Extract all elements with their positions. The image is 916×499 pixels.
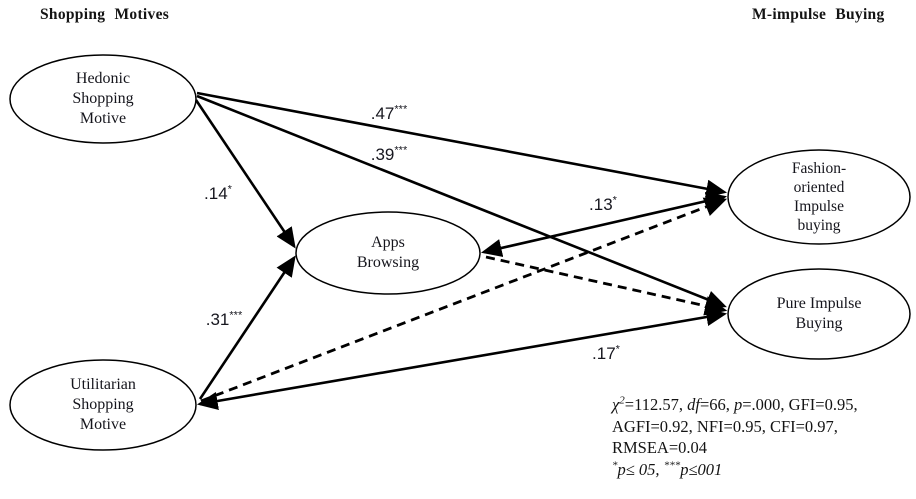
coef-hedonic-apps: .14* [204,184,232,204]
fit-line-3: RMSEA=0.04 [612,438,708,457]
path-hedonic-to-fashion [196,91,728,198]
coef-stars: *** [229,309,243,322]
right-section-title: M-impulse Buying [752,6,885,23]
coef-stars: * [615,343,620,356]
chi-value: =112.57, [624,395,688,414]
node-ellipse-hedonic [9,54,197,144]
path-apps-to-pure-dashed [485,255,728,316]
path-utilitarian-to-pure [196,307,728,411]
coef-hedonic-pure: .39*** [371,145,407,165]
df-value: =66, [699,395,734,414]
p-value: =.000, GFI=0.95, [742,395,858,414]
left-section-title: Shopping Motives [40,6,170,23]
note-segment-1: p≤ 05, [617,459,664,479]
node-ellipse-apps [295,211,481,295]
coef-utilitarian-pure: .17* [592,344,620,364]
significance-note: *p≤ 05, ***p≤001 [612,459,914,481]
node-ellipse-fashion [727,149,911,245]
coef-hedonic-fashion: .47*** [371,104,407,124]
node-ellipse-pure [727,268,911,360]
coef-stars: * [227,183,232,196]
path-hedonic-to-pure [196,94,727,308]
coef-value: .13 [589,195,613,214]
note-star-triple: *** [663,459,681,471]
coef-stars: * [612,194,617,207]
path-apps-to-fashion [480,192,728,257]
fit-line-2: AGFI=0.92, NFI=0.95, CFI=0.97, [612,416,838,436]
node-ellipse-utilitarian [9,359,197,451]
coef-value: .39 [370,145,395,164]
coef-utilitarian-apps: .31*** [206,310,242,330]
chi-symbol: χ [612,395,620,414]
fit-line-1: χ2=112.57, df=66, p=.000, GFI=0.95, [612,394,914,416]
path-hedonic-to-apps [194,99,296,249]
coef-value: .14 [204,184,228,203]
df-label: df [687,395,700,414]
coef-value: .31 [205,310,230,329]
coef-apps-fashion: .13* [589,195,617,215]
note-star-single: * [612,459,618,471]
note-segment-2: p≤001 [680,459,723,479]
coef-value: .47 [370,104,395,123]
fit-statistics: χ2=112.57, df=66, p=.000, GFI=0.95, AGFI… [612,394,914,480]
coef-stars: *** [394,144,408,157]
coef-stars: *** [394,103,408,116]
coef-value: .17 [592,344,616,363]
chi-exponent: 2 [619,394,625,407]
p-label: p [734,395,743,414]
